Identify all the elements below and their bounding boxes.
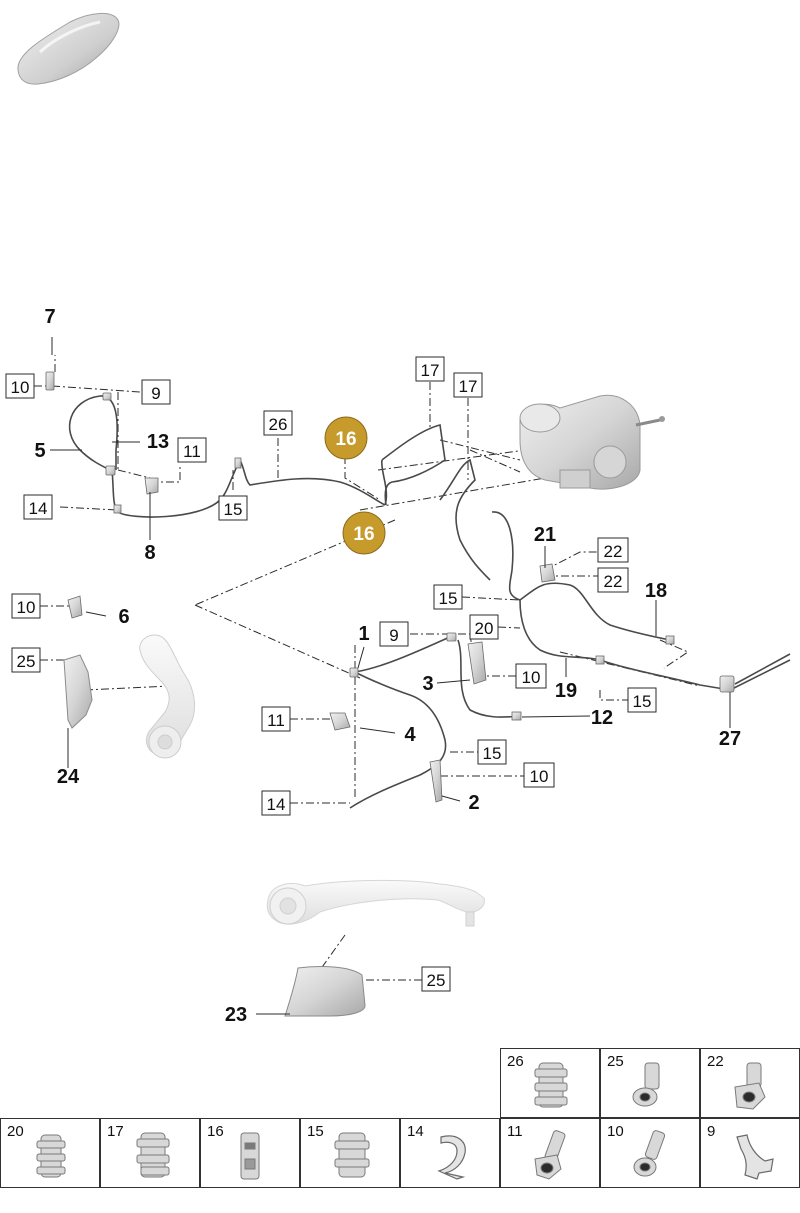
brake-booster-unit: [519, 394, 665, 490]
callout-box-14a[interactable]: 14: [23, 494, 53, 520]
legend-cell-17[interactable]: 17: [100, 1118, 200, 1188]
svg-text:15: 15: [439, 589, 458, 608]
legend-cell-14[interactable]: 14: [400, 1118, 500, 1188]
bolt-icon: [734, 1062, 766, 1110]
svg-text:22: 22: [604, 572, 623, 591]
callout-box-20[interactable]: 20: [469, 614, 499, 640]
callout-box-15d[interactable]: 15: [627, 687, 657, 713]
legend-cell-26[interactable]: 26: [500, 1048, 600, 1118]
callout-2[interactable]: 2: [468, 792, 479, 814]
clip-icon: [136, 1132, 170, 1178]
callout-23[interactable]: 23: [225, 1004, 247, 1026]
callout-27[interactable]: 27: [719, 728, 741, 750]
callout-4[interactable]: 4: [404, 724, 416, 746]
callout-box-15b[interactable]: 15: [433, 584, 463, 610]
callout-19[interactable]: 19: [555, 680, 577, 702]
callout-box-25a[interactable]: 25: [11, 647, 41, 673]
clip-icon: [334, 1132, 370, 1178]
svg-text:20: 20: [475, 619, 494, 638]
svg-text:16: 16: [335, 429, 356, 450]
svg-text:26: 26: [269, 415, 288, 434]
svg-text:9: 9: [389, 626, 398, 645]
svg-text:15: 15: [633, 692, 652, 711]
car-icon: [17, 13, 120, 85]
svg-text:22: 22: [604, 542, 623, 561]
callout-8[interactable]: 8: [144, 542, 155, 564]
svg-text:15: 15: [483, 744, 502, 763]
highlight-callout-16a[interactable]: 16: [324, 416, 368, 460]
callout-box-22b[interactable]: 22: [597, 567, 629, 593]
heat-shield-bottom: [284, 965, 366, 1017]
solid-leaders: [50, 337, 731, 1015]
svg-text:17: 17: [459, 377, 478, 396]
callout-box-10d[interactable]: 10: [523, 762, 555, 788]
callout-box-9b[interactable]: 9: [379, 621, 409, 647]
screw-icon: [632, 1062, 660, 1107]
callout-13[interactable]: 13: [147, 431, 169, 453]
boxed-callouts: 9 9 10 10 10 10 11 11: [5, 356, 657, 992]
svg-text:10: 10: [11, 378, 30, 397]
svg-text:25: 25: [17, 652, 36, 671]
svg-text:11: 11: [183, 442, 201, 461]
heat-shield-left: [63, 654, 93, 729]
svg-text:10: 10: [17, 598, 36, 617]
svg-text:17: 17: [421, 361, 440, 380]
callout-box-10a[interactable]: 10: [5, 373, 35, 399]
svg-text:16: 16: [353, 524, 374, 545]
callout-6[interactable]: 6: [118, 606, 129, 628]
callout-box-9a[interactable]: 9: [141, 379, 171, 405]
clip-icon: [534, 1062, 568, 1108]
legend-cell-25[interactable]: 25: [600, 1048, 700, 1118]
svg-text:10: 10: [522, 668, 541, 687]
callout-5[interactable]: 5: [34, 440, 45, 462]
control-arm-upper: [139, 634, 196, 759]
legend-cell-9[interactable]: 9: [700, 1118, 800, 1188]
svg-text:10: 10: [530, 767, 549, 786]
highlight-callout-16b[interactable]: 16: [342, 511, 386, 555]
callout-3[interactable]: 3: [422, 673, 433, 695]
retainer-icon: [736, 1134, 774, 1180]
svg-text:14: 14: [267, 795, 286, 814]
callout-12[interactable]: 12: [591, 707, 613, 729]
callout-box-26[interactable]: 26: [263, 410, 293, 436]
bracket-clip-icon: [240, 1132, 260, 1180]
callout-24[interactable]: 24: [57, 766, 80, 788]
svg-text:15: 15: [224, 500, 243, 519]
callout-box-14b[interactable]: 14: [261, 790, 291, 816]
svg-text:25: 25: [427, 971, 446, 990]
callout-box-25b[interactable]: 25: [421, 966, 451, 992]
clip-icon: [36, 1134, 66, 1178]
highlight-callouts: 16 16: [324, 416, 386, 555]
bold-callouts: 1 2 3 4 5 6 7 8 12 13 18 19 21 23 24 27: [34, 306, 741, 1026]
control-arm-lower: [266, 879, 485, 927]
callout-box-11b[interactable]: 11: [261, 706, 291, 732]
svg-text:9: 9: [151, 384, 160, 403]
callout-box-11a[interactable]: 11: [177, 437, 207, 463]
callout-18[interactable]: 18: [645, 580, 667, 602]
legend-cell-16[interactable]: 16: [200, 1118, 300, 1188]
callout-box-10c[interactable]: 10: [515, 663, 547, 689]
callout-box-15c[interactable]: 15: [477, 739, 507, 765]
callout-7[interactable]: 7: [44, 306, 55, 328]
svg-text:14: 14: [29, 499, 48, 518]
legend-cell-15[interactable]: 15: [300, 1118, 400, 1188]
callout-box-17a[interactable]: 17: [415, 356, 445, 382]
legend-cell-10[interactable]: 10: [600, 1118, 700, 1188]
legend-cell-20[interactable]: 20: [0, 1118, 100, 1188]
callout-box-22a[interactable]: 22: [597, 537, 629, 563]
legend-cell-22[interactable]: 22: [700, 1048, 800, 1118]
bolt-icon: [534, 1130, 566, 1180]
callout-box-10b[interactable]: 10: [11, 593, 41, 619]
callout-box-17b[interactable]: 17: [453, 372, 483, 398]
callout-1[interactable]: 1: [358, 623, 369, 645]
legend-cell-11[interactable]: 11: [500, 1118, 600, 1188]
small-fittings: [45, 371, 735, 803]
spring-clip-icon: [437, 1135, 466, 1180]
callout-21[interactable]: 21: [534, 524, 556, 546]
screw-icon: [633, 1130, 666, 1177]
callout-box-15a[interactable]: 15: [218, 495, 248, 521]
svg-text:11: 11: [267, 711, 285, 730]
